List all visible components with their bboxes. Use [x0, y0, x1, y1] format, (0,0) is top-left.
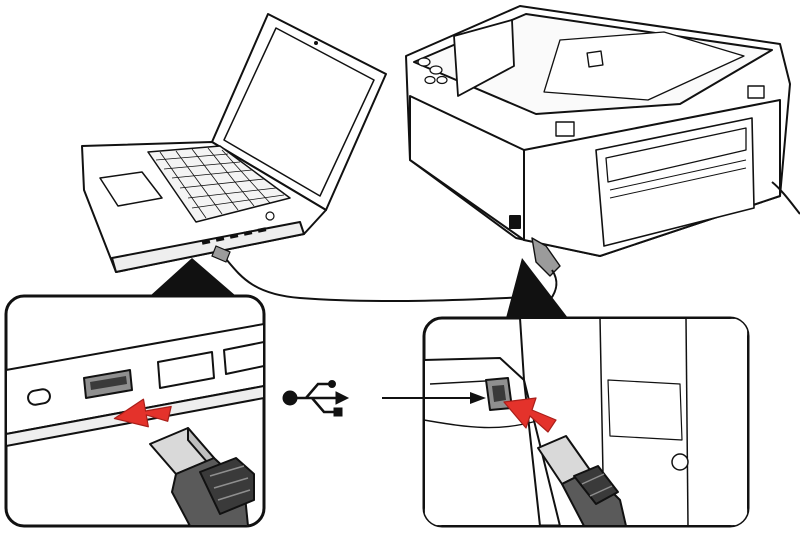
usb-b-plug — [537, 435, 627, 526]
laptop-power-button — [265, 211, 275, 221]
usb-cable — [219, 251, 549, 303]
printer-lid-top — [543, 31, 745, 101]
printer-power-cord — [771, 181, 800, 215]
printer-logo-mark — [586, 50, 604, 68]
usb-symbol-icon — [282, 380, 350, 417]
computer-port-zoom-panel — [4, 294, 266, 528]
usb-a-plug — [149, 427, 255, 526]
printer — [405, 5, 800, 301]
printer-hinge-left — [555, 121, 575, 137]
laptop-camera-icon — [314, 41, 318, 45]
laptop-side-ports — [201, 227, 267, 245]
printer-insert-arrow — [503, 397, 557, 433]
laptop — [81, 13, 387, 273]
round-port — [27, 388, 51, 406]
laptop-cable-plug — [211, 245, 231, 263]
laptop-screen — [223, 27, 375, 197]
printer-usb-port-small — [509, 215, 521, 229]
laptop-edge-closeup — [6, 323, 264, 435]
hdmi-port — [157, 351, 215, 389]
printer-cable-plug — [531, 237, 561, 277]
printer-hinge-right — [747, 85, 765, 99]
computer-usb-port — [83, 369, 133, 399]
laptop-keys — [155, 147, 285, 219]
printer-rear-slot — [605, 127, 747, 183]
connection-arrow-icon — [382, 392, 486, 404]
printer-screw — [671, 453, 689, 471]
right-callout-pointer — [506, 258, 568, 318]
laptop-touchpad — [99, 171, 163, 207]
computer-insert-arrow — [113, 398, 172, 428]
other-port — [223, 341, 264, 375]
laptop-front-edge — [111, 221, 305, 273]
left-callout-pointer — [150, 258, 236, 296]
printer-paper-support — [453, 19, 515, 97]
printer-port-zoom-panel — [422, 316, 750, 528]
printer-control-panel — [417, 57, 448, 85]
